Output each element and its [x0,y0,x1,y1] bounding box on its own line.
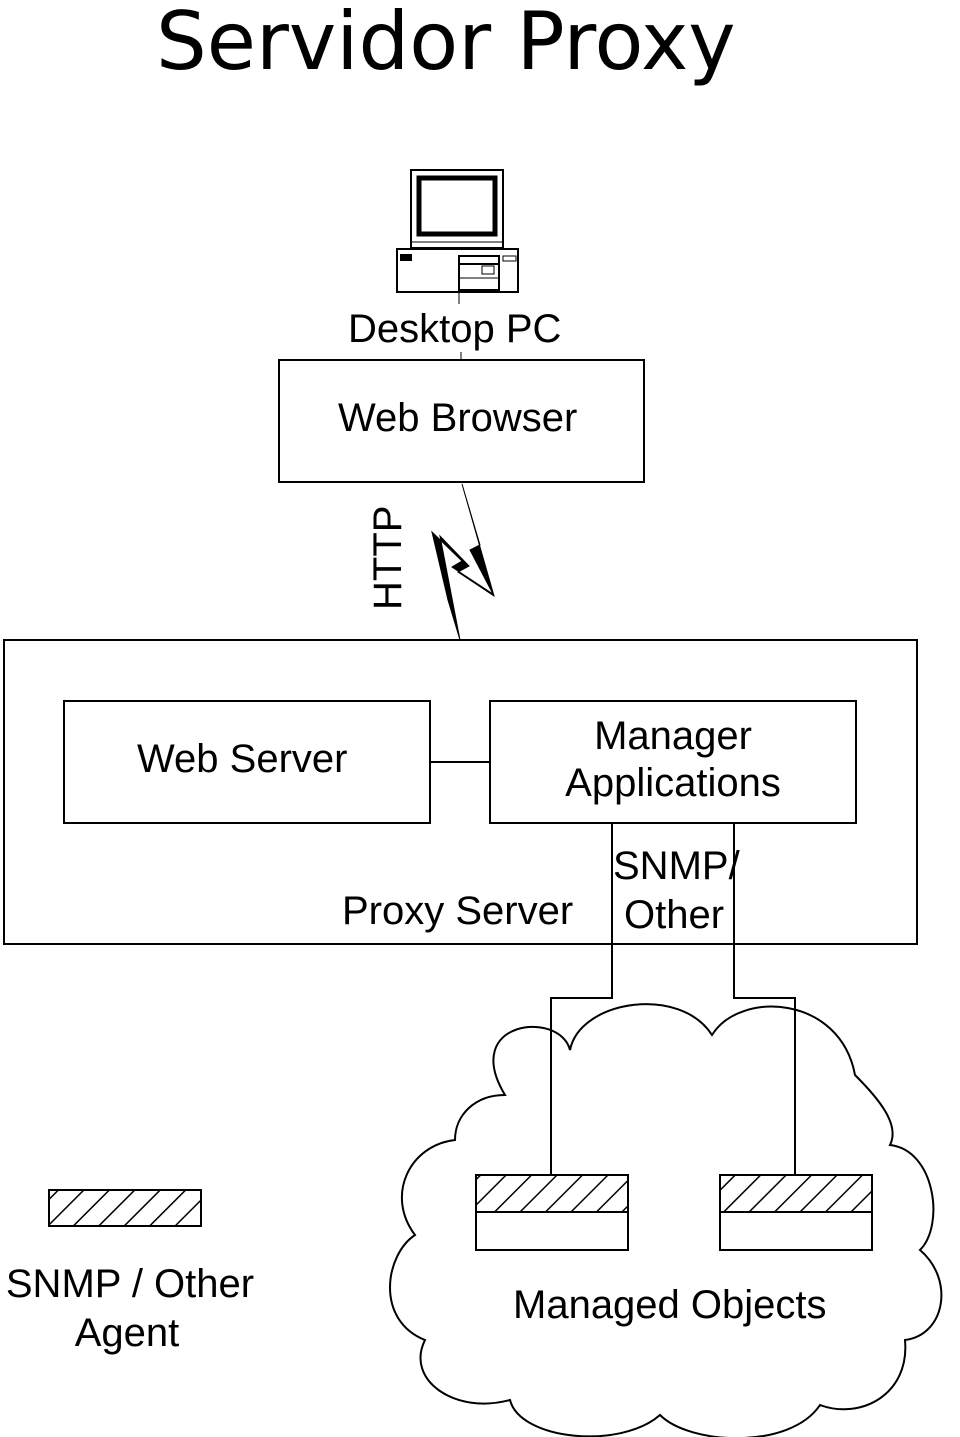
agent-hatch-left [475,1174,629,1213]
object-box-left [475,1211,629,1251]
snmp-label-line2: Other [624,893,725,937]
web-browser-label: Web Browser [338,396,578,440]
object-box-right [719,1211,873,1251]
diagram-title: Servidor Proxy [156,0,736,88]
web-server-box [63,700,431,824]
web-server-label: Web Server [137,737,348,781]
manager-applications-box [489,700,857,824]
manager-applications-label-line1: Manager [594,714,752,758]
desktop-pc-label: Desktop PC [348,307,562,351]
proxy-server-label: Proxy Server [342,889,574,933]
proxy-server-box [3,639,918,945]
legend-agent-label-line2: Agent [74,1311,180,1355]
managed-objects-label: Managed Objects [513,1283,827,1327]
snmp-label-line1: SNMP/ [613,844,740,888]
manager-applications-label-line2: Applications [565,761,781,805]
legend-agent-symbol [48,1189,202,1227]
snmp-line-right [733,823,796,1175]
snmp-line-left [550,823,613,1175]
web-browser-box [278,359,645,483]
agent-hatch-right [719,1174,873,1213]
managed-object-left [475,1174,629,1251]
http-label: HTTP [366,505,410,610]
managed-object-right [719,1174,873,1251]
desktop-pc-icon [396,169,519,360]
legend-agent-label-line1: SNMP / Other [5,1262,255,1306]
http-link-bolt [431,483,495,641]
managed-objects-cloud [389,1003,943,1437]
